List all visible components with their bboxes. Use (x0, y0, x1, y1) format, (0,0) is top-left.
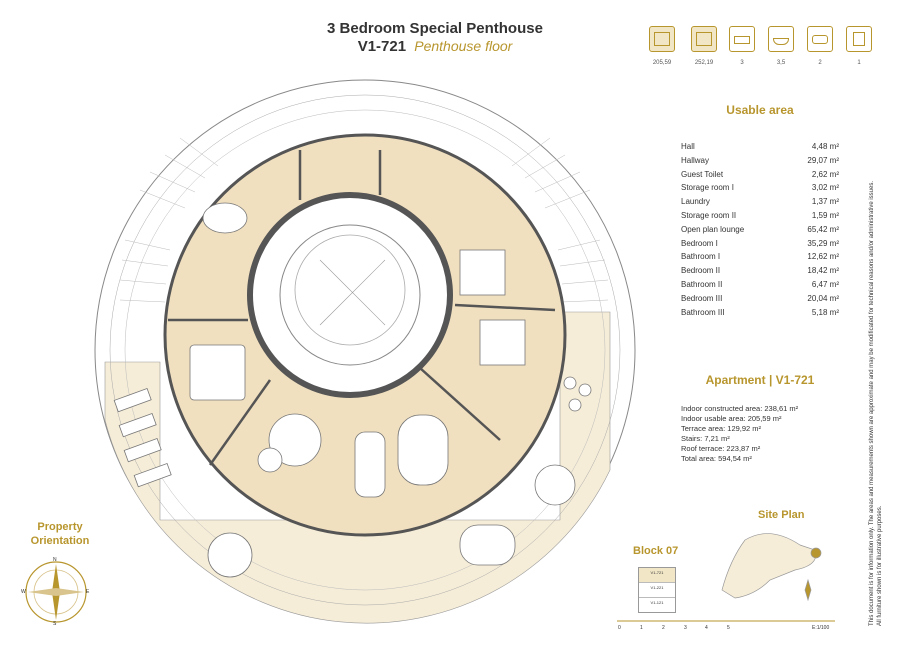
summary-line: Roof terrace: 223,87 m² (681, 444, 761, 453)
disclaimer-line-2: All furniture shown is for illustrative … (877, 505, 883, 626)
apartment-summary: Indoor constructed area: 238,61 m² Indoo… (681, 404, 841, 464)
summary-line: Terrace area: 129,92 m² (681, 424, 762, 433)
block-unit: V1-121 (650, 600, 664, 605)
scale-tick: 0 (618, 625, 621, 631)
apartment-title: Apartment | V1-721 (705, 373, 815, 387)
page-title: 3 Bedroom Special Penthouse (327, 20, 543, 37)
bed-value: 3 (740, 60, 744, 66)
summary-line: Indoor usable area: 205,59 m² (681, 414, 782, 423)
bed-icon: 3 (728, 26, 756, 66)
constructed-area-icon: 205,59 (648, 26, 676, 66)
orientation-title: Property Orientation (30, 521, 90, 547)
compass-n: N (53, 557, 57, 563)
scale-tick: 5 (727, 625, 730, 631)
scale-label: E:1/100 (812, 625, 830, 631)
block-unit: V1-721 (639, 568, 675, 583)
compass-s: S (53, 621, 57, 627)
compass-e: E (86, 589, 90, 595)
compass-icon (25, 561, 87, 623)
unit-subtitle: V1-721 Penthouse floor (300, 38, 570, 55)
scale-tick: 3 (684, 625, 687, 631)
summary-line: Stairs: 7,21 m² (681, 434, 730, 443)
storage-value: 1 (857, 60, 861, 66)
bath-value: 3,5 (776, 60, 786, 66)
site-plan-icon (721, 533, 822, 602)
storage-icon: 1 (845, 26, 873, 66)
unit-code: V1-721 (357, 38, 407, 55)
usable-area-title: Usable area (726, 103, 794, 117)
disclaimer-line-1: This document is for information only. T… (869, 181, 875, 626)
car-icon: 2 (806, 26, 834, 66)
floor-label: Penthouse floor (414, 38, 513, 54)
summary-line: Indoor constructed area: 238,61 m² (681, 404, 799, 413)
bath-icon: 3,5 (767, 26, 795, 66)
compass-w: W (21, 589, 26, 595)
disclaimer: This document is for information only. T… (869, 166, 883, 626)
scale-tick: 2 (662, 625, 665, 631)
constructed-area-value: 205,59 (652, 60, 672, 66)
block-title: Block 07 (633, 545, 679, 557)
site-plan-title: Site Plan (758, 509, 805, 521)
car-value: 2 (818, 60, 822, 66)
usable-area-icon: 252,19 (690, 26, 718, 66)
icon-strip: 205,59 252,19 3 3,5 2 1 (648, 26, 888, 72)
scale-tick: 1 (640, 625, 643, 631)
block-units: V1-721 V1-221 V1-121 (638, 567, 676, 613)
usable-area-value: 252,19 (694, 60, 714, 66)
summary-line: Total area: 594,54 m² (681, 454, 752, 463)
scale-tick: 4 (705, 625, 708, 631)
block-unit: V1-221 (639, 583, 675, 598)
